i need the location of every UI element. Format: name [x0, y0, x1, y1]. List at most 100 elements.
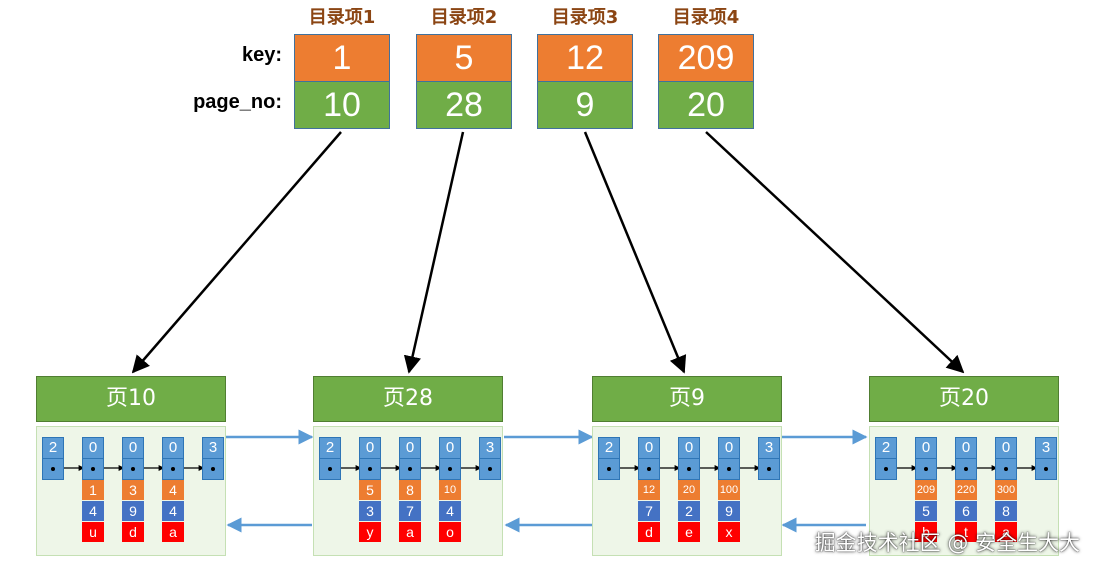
record-slot: 2: [42, 437, 64, 480]
next-pointer: [319, 458, 341, 480]
key-row-label: key:: [241, 44, 282, 66]
record-value: 9: [122, 501, 144, 521]
record-header-value: 0: [359, 437, 381, 459]
record-slot: 0: [399, 437, 421, 480]
page-no-row-label: page_no:: [193, 91, 282, 113]
next-pointer: [598, 458, 620, 480]
next-pointer: [202, 458, 224, 480]
record-slot: 2: [598, 437, 620, 480]
record-header-value: 0: [718, 437, 740, 459]
record-key: 100: [718, 480, 740, 500]
record-header-value: 0: [638, 437, 660, 459]
record-char: e: [678, 522, 700, 542]
record-header-value: 0: [439, 437, 461, 459]
data-page-3: 页9 2 0 0 0 3 12 7 d 20 2 e 100 9 x: [592, 376, 782, 556]
directory-entry-key: 12: [537, 34, 633, 82]
pointer-arrow-2: [403, 131, 465, 374]
directory-entry-page-no: 28: [416, 82, 512, 129]
directory-entry-key: 1: [294, 34, 390, 82]
next-pointer: [399, 458, 421, 480]
pointer-dot-icon: [328, 467, 332, 471]
record-value: 6: [955, 501, 977, 521]
record-key: 220: [955, 480, 977, 500]
page-body: 2 0 0 0 3 12 7 d 20 2 e 100 9 x: [592, 426, 782, 556]
record-header-value: 2: [875, 437, 897, 459]
record-header-value: 0: [915, 437, 937, 459]
record-value: 4: [82, 501, 104, 521]
record-char: d: [122, 522, 144, 542]
record-value: 8: [995, 501, 1017, 521]
pointer-dot-icon: [884, 467, 888, 471]
record-slot: 0: [915, 437, 937, 480]
record-key: 10: [439, 480, 461, 500]
page-title: 页9: [592, 376, 782, 422]
record-header-value: 0: [678, 437, 700, 459]
pointer-arrow-4: [705, 131, 965, 374]
directory-entry-3: 目录项3 12 9: [537, 6, 633, 129]
record-slot: 0: [122, 437, 144, 480]
record-header-value: 0: [82, 437, 104, 459]
record-header-value: 3: [758, 437, 780, 459]
next-pointer: [758, 458, 780, 480]
record-header-value: 0: [955, 437, 977, 459]
directory-entry-title: 目录项1: [308, 7, 376, 28]
record-value: 5: [915, 501, 937, 521]
next-pointer: [995, 458, 1017, 480]
directory-entry-page-no: 9: [537, 82, 633, 129]
record-char: o: [439, 522, 461, 542]
directory-entry-title: 目录项2: [430, 7, 498, 28]
record-char: b: [915, 522, 937, 542]
record-value: 3: [359, 501, 381, 521]
watermark: 掘金技术社区 @ 安全生大大: [814, 531, 1080, 555]
record-slot: 0: [995, 437, 1017, 480]
data-page-4: 页20 2 0 0 0 3 209 5 b 220 6 t 300 8 a: [869, 376, 1059, 556]
record-slot: 0: [638, 437, 660, 480]
record-slot: 0: [678, 437, 700, 480]
next-pointer: [1035, 458, 1057, 480]
record-slot: 3: [758, 437, 780, 480]
pointer-dot-icon: [488, 467, 492, 471]
record-key: 3: [122, 480, 144, 500]
record-header-value: 0: [162, 437, 184, 459]
record-header-value: 0: [995, 437, 1017, 459]
record-header-value: 0: [399, 437, 421, 459]
record-header-value: 3: [202, 437, 224, 459]
record-char: a: [399, 522, 421, 542]
directory-entry-1: 目录项1 1 10: [294, 6, 390, 129]
record-slot: 2: [875, 437, 897, 480]
pointer-dot-icon: [211, 467, 215, 471]
pointer-dot-icon: [607, 467, 611, 471]
record-header-value: 2: [598, 437, 620, 459]
record-slot: 0: [162, 437, 184, 480]
pointer-dot-icon: [924, 467, 928, 471]
pointer-dot-icon: [727, 467, 731, 471]
record-slot: 0: [718, 437, 740, 480]
pointer-arrow-1: [131, 131, 342, 374]
record-char: d: [638, 522, 660, 542]
pointer-dot-icon: [687, 467, 691, 471]
record-value: 9: [718, 501, 740, 521]
next-pointer: [875, 458, 897, 480]
directory-entry-key: 209: [658, 34, 754, 82]
record-slot: 3: [479, 437, 501, 480]
record-key: 1: [82, 480, 104, 500]
pointer-dot-icon: [368, 467, 372, 471]
next-pointer: [678, 458, 700, 480]
record-key: 5: [359, 480, 381, 500]
next-pointer: [439, 458, 461, 480]
directory-entry-title: 目录项4: [672, 7, 740, 28]
record-slot: 0: [439, 437, 461, 480]
pointer-dot-icon: [1004, 467, 1008, 471]
pointer-dot-icon: [647, 467, 651, 471]
record-key: 300: [995, 480, 1017, 500]
pointer-dot-icon: [91, 467, 95, 471]
pointer-dot-icon: [1044, 467, 1048, 471]
page-title: 页10: [36, 376, 226, 422]
page-title: 页20: [869, 376, 1059, 422]
pointer-dot-icon: [408, 467, 412, 471]
pointer-arrow-3: [583, 131, 687, 374]
pointer-dot-icon: [51, 467, 55, 471]
next-pointer: [638, 458, 660, 480]
